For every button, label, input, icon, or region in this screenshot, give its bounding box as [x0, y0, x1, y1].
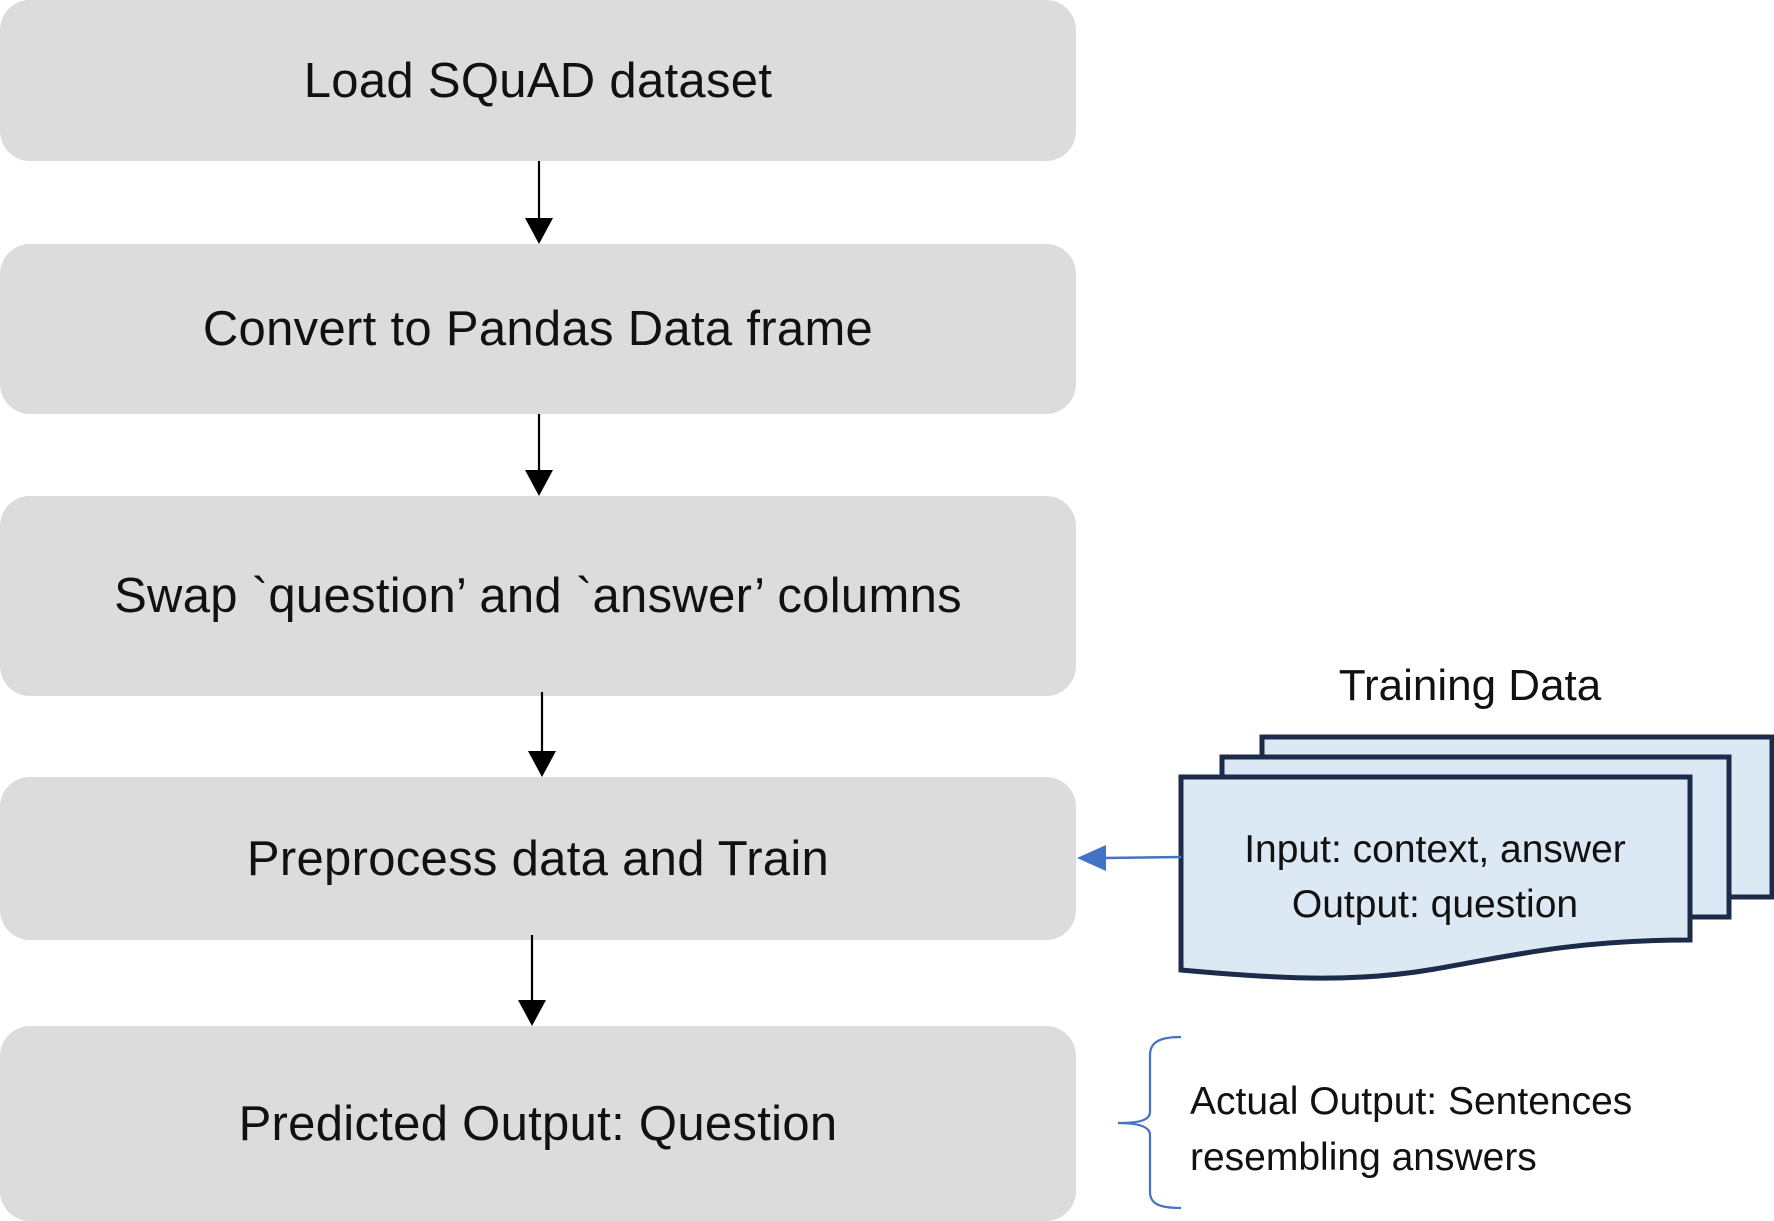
training-data-title: Training Data	[1338, 661, 1602, 710]
step-load-dataset: Load SQuAD dataset	[0, 0, 1076, 161]
actual-output-line2: resembling answers	[1190, 1136, 1537, 1179]
flow-arrow-1	[525, 161, 553, 244]
input-arrow	[1077, 845, 1182, 871]
training-data-content: Input: context, answer Output: question	[1180, 822, 1690, 932]
step-label: Predicted Output: Question	[238, 1096, 838, 1151]
step-preprocess-train: Preprocess data and Train	[0, 777, 1076, 940]
flow-arrow-2	[525, 414, 553, 496]
step-predicted-output: Predicted Output: Question	[0, 1026, 1076, 1221]
flow-arrow-3	[528, 692, 556, 777]
training-data-document-stack	[1178, 734, 1774, 981]
step-label: Load SQuAD dataset	[303, 53, 773, 108]
actual-output-line1: Actual Output: Sentences	[1190, 1080, 1633, 1123]
flow-arrow-4	[518, 935, 546, 1026]
training-data-output-line: Output: question	[1291, 883, 1579, 926]
actual-output-note: Actual Output: Sentences resembling answ…	[1190, 1074, 1750, 1186]
curly-brace	[1117, 1035, 1182, 1210]
step-swap-columns: Swap `question’ and `answer’ columns	[0, 496, 1076, 696]
doc-page-front	[1178, 774, 1693, 981]
step-convert-dataframe: Convert to Pandas Data frame	[0, 244, 1076, 414]
step-label: Swap `question’ and `answer’ columns	[114, 569, 962, 623]
step-label: Preprocess data and Train	[246, 831, 830, 886]
training-data-input-line: Input: context, answer	[1244, 828, 1626, 871]
step-label: Convert to Pandas Data frame	[202, 302, 874, 356]
